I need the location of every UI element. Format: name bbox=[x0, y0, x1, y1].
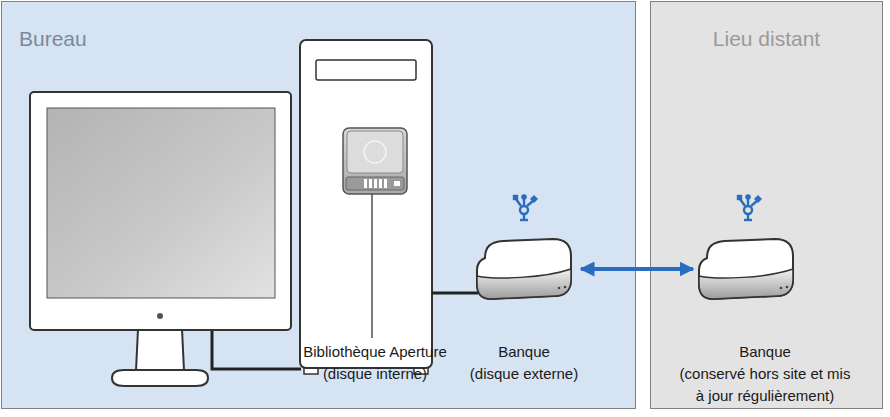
firewire-tip bbox=[754, 195, 762, 203]
tower-case bbox=[300, 40, 432, 368]
disk-pin bbox=[364, 179, 367, 188]
monitor-frame bbox=[30, 92, 291, 330]
firewire-prong bbox=[740, 199, 745, 206]
drive-light bbox=[780, 287, 783, 290]
disk-pin bbox=[394, 181, 400, 186]
tower-illustration bbox=[300, 40, 478, 374]
drive-front bbox=[699, 269, 793, 299]
disk-pin bbox=[384, 179, 387, 188]
firewire-prong bbox=[527, 201, 533, 206]
firewire-tip bbox=[514, 196, 517, 199]
drive-slot bbox=[316, 60, 416, 80]
firewire-bar bbox=[520, 219, 528, 221]
drive-body bbox=[477, 239, 571, 299]
disk-connector bbox=[346, 177, 404, 190]
disk-outline bbox=[342, 127, 408, 195]
firewire-prong bbox=[523, 198, 525, 206]
tower-foot bbox=[304, 366, 318, 374]
firewire-tip bbox=[522, 195, 525, 198]
firewire-symbol bbox=[514, 195, 538, 220]
drive-light bbox=[786, 286, 789, 289]
drive-front bbox=[477, 269, 571, 299]
drive-outline bbox=[475, 236, 573, 302]
firewire-tip bbox=[530, 195, 538, 203]
external-drive: Banque (conservé hors site et mis à jour… bbox=[697, 236, 795, 302]
monitor-neck bbox=[136, 329, 184, 371]
drive-outline bbox=[697, 236, 795, 302]
monitor-screen bbox=[47, 108, 275, 298]
external-drive: Banque (disque externe) bbox=[475, 236, 573, 302]
part-label: Bibliothèque Aperture (disque interne) bbox=[290, 341, 460, 385]
firewire-symbol bbox=[738, 195, 762, 220]
leader-line bbox=[371, 190, 372, 338]
firewire-prong bbox=[747, 198, 749, 206]
firewire-prong bbox=[516, 199, 521, 206]
monitor-cable bbox=[212, 330, 301, 369]
firewire-prong bbox=[751, 201, 757, 206]
disk-platter bbox=[364, 141, 386, 163]
part-label: Banque (conservé hors site et mis à jour… bbox=[677, 341, 853, 407]
disk-pin bbox=[374, 179, 377, 188]
location-zone: Banque (conservé hors site et mis à jour… bbox=[650, 1, 883, 409]
sync-arrow bbox=[581, 267, 693, 271]
zone-title: Bureau bbox=[19, 26, 87, 52]
disk-pin bbox=[379, 179, 382, 188]
location-zone: Bibliothèque Aperture (disque interne)Ba… bbox=[1, 1, 636, 409]
monitor-illustration bbox=[30, 92, 301, 386]
disk-pin bbox=[369, 179, 372, 188]
logo-mark bbox=[157, 313, 163, 319]
firewire-bar bbox=[744, 219, 752, 221]
tower-foot bbox=[414, 366, 428, 374]
firewire-tip bbox=[738, 196, 741, 199]
firewire-tip bbox=[746, 195, 749, 198]
monitor-base bbox=[112, 370, 208, 386]
firewire-stem bbox=[523, 214, 525, 220]
disk-top bbox=[347, 131, 403, 173]
drive-light bbox=[564, 286, 567, 289]
firewire-ring bbox=[520, 206, 528, 214]
firewire-stem bbox=[747, 214, 749, 220]
firewire-cable bbox=[432, 292, 478, 295]
firewire-ring bbox=[744, 206, 752, 214]
zone-title: Lieu distant bbox=[651, 26, 882, 52]
disk-body bbox=[343, 128, 407, 194]
part-label: Banque (disque externe) bbox=[449, 341, 599, 385]
internal-disk: Bibliothèque Aperture (disque interne) bbox=[342, 127, 408, 195]
drive-body bbox=[699, 239, 793, 299]
drive-light bbox=[558, 287, 561, 290]
